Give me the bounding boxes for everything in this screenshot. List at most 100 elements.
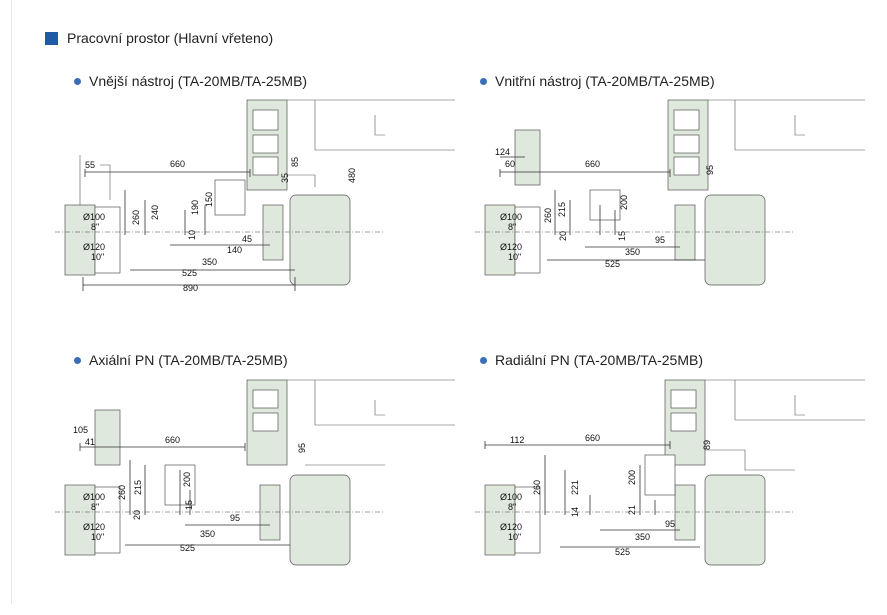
dim-15: 15 <box>617 231 627 241</box>
chuck-inch-10: 10" <box>508 252 521 262</box>
tool-holder <box>589 189 621 221</box>
machine-outline <box>708 99 865 151</box>
dim-140: 140 <box>227 245 242 255</box>
dim-660: 660 <box>585 159 600 169</box>
section-title-external-tool: Vnější nástroj (TA-20MB/TA-25MB) <box>74 73 307 89</box>
section-title-text: Vnitřní nástroj (TA-20MB/TA-25MB) <box>495 73 715 89</box>
dim-480: 480 <box>347 168 357 183</box>
diagram-radial-live-tool: 112 660 89 260 221 200 14 21 95 350 525 … <box>475 379 865 566</box>
turret-station <box>252 389 279 409</box>
dim-lines <box>547 190 705 261</box>
page-header: Pracovní prostor (Hlavní vřeteno) <box>45 28 273 48</box>
dim-20: 20 <box>558 231 568 241</box>
dim-660: 660 <box>585 433 600 443</box>
counter-chuck <box>262 204 284 261</box>
chuck-inch-10: 10" <box>91 532 104 542</box>
dim-line-660 <box>499 156 671 177</box>
bullet-icon <box>480 356 487 364</box>
header-square-icon <box>45 31 58 45</box>
section-title-axial-live-tool: Axiální PN (TA-20MB/TA-25MB) <box>74 352 288 368</box>
section-title-text: Axiální PN (TA-20MB/TA-25MB) <box>89 352 288 368</box>
sub-spindle <box>289 474 351 566</box>
dim-20: 20 <box>132 510 142 520</box>
page-title: Pracovní prostor (Hlavní vřeteno) <box>67 30 274 46</box>
dim-660: 660 <box>165 435 180 445</box>
sub-spindle <box>704 474 766 566</box>
dim-95-horizontal: 95 <box>655 235 665 245</box>
chuck <box>94 206 121 274</box>
bullet-icon <box>74 356 81 364</box>
page-edge-line <box>11 0 12 604</box>
dim-200: 200 <box>619 195 629 210</box>
diagram-axial-live-tool: 105 41 660 95 260 215 200 20 15 95 350 5… <box>55 379 455 566</box>
chuck <box>514 486 541 554</box>
turret-station <box>252 156 279 176</box>
dim-525: 525 <box>180 543 195 553</box>
machine-outline <box>705 379 865 471</box>
dim-35: 35 <box>280 173 290 183</box>
dim-85: 85 <box>290 157 300 167</box>
bullet-icon <box>74 77 81 85</box>
dim-lines <box>125 460 290 546</box>
dim-150: 150 <box>204 192 214 207</box>
dim-89: 89 <box>702 440 712 450</box>
dim-525: 525 <box>182 268 197 278</box>
dim-240: 240 <box>150 205 160 220</box>
dim-lines <box>544 455 700 548</box>
chuck-size-120: Ø120 <box>500 522 522 532</box>
dim-260: 260 <box>117 485 127 500</box>
dim-350: 350 <box>635 532 650 542</box>
bullet-icon <box>480 77 487 85</box>
section-title-internal-tool: Vnitřní nástroj (TA-20MB/TA-25MB) <box>480 73 715 89</box>
counter-chuck <box>674 484 696 541</box>
dim-60: 60 <box>505 159 515 169</box>
dim-10: 10 <box>187 230 197 240</box>
machine-outline <box>287 99 455 187</box>
turret-station <box>673 156 700 176</box>
dim-350: 350 <box>200 529 215 539</box>
chuck <box>94 486 121 554</box>
counter-chuck <box>674 204 696 261</box>
dim-95-horizontal: 95 <box>230 513 240 523</box>
dim-15: 15 <box>184 500 194 510</box>
turret-station <box>252 134 279 154</box>
dim-line-660 <box>84 169 251 177</box>
machine-outline <box>287 379 455 466</box>
radial-tool-holder <box>644 454 676 496</box>
chuck-size-120: Ø120 <box>83 522 105 532</box>
main-spindle <box>64 204 96 276</box>
turret-station <box>252 109 279 131</box>
tool-holder <box>214 179 246 216</box>
dim-41: 41 <box>85 437 95 447</box>
turret-station <box>673 134 700 154</box>
chuck <box>514 206 541 274</box>
dim-45: 45 <box>242 234 252 244</box>
tool-post <box>514 129 541 186</box>
turret-station <box>670 389 697 409</box>
dim-105: 105 <box>73 425 88 435</box>
diagram-internal-tool: 124 60 660 95 260 215 200 20 15 350 95 5… <box>475 99 865 286</box>
chuck-inch-8: 8" <box>91 502 99 512</box>
dim-221: 221 <box>570 480 580 495</box>
section-title-text: Radiální PN (TA-20MB/TA-25MB) <box>495 352 703 368</box>
dim-890: 890 <box>183 283 198 293</box>
dim-112: 112 <box>510 435 524 445</box>
dim-260: 260 <box>131 210 141 225</box>
dim-215: 215 <box>133 480 143 495</box>
dim-21: 21 <box>627 505 637 515</box>
dim-200: 200 <box>182 472 192 487</box>
chuck-size-100: Ø100 <box>500 212 522 222</box>
sub-spindle <box>289 194 351 286</box>
turret-station <box>252 412 279 432</box>
chuck-inch-8: 8" <box>508 502 516 512</box>
dim-525: 525 <box>605 259 620 269</box>
dim-95-vertical: 95 <box>297 443 307 453</box>
dim-350: 350 <box>202 257 217 267</box>
dim-200: 200 <box>627 470 637 485</box>
dim-55: 55 <box>85 160 95 170</box>
diagram-external-tool: 55 660 35 85 480 260 240 190 150 10 45 1… <box>55 99 455 293</box>
dim-95-vertical: 95 <box>705 165 715 175</box>
dim-14: 14 <box>570 507 580 517</box>
chuck-size-120: Ø120 <box>83 242 105 252</box>
